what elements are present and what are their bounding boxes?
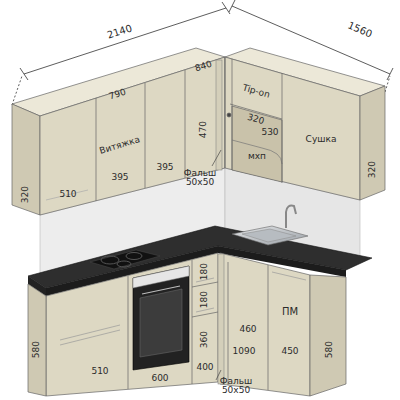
dimension: 320	[21, 186, 30, 203]
appliance-label: Сушка	[306, 135, 337, 144]
front-label: Tip-on	[241, 84, 271, 101]
dimension: 580	[325, 341, 334, 358]
lower-cabinets-right	[220, 253, 346, 396]
dimension: 450	[281, 347, 298, 356]
dimension: 510	[91, 367, 108, 376]
dimension: 470	[199, 121, 208, 138]
upper-cabinets-right	[225, 48, 385, 200]
dimension: 790	[108, 88, 127, 102]
material-label: мхп	[248, 152, 266, 161]
overall-depth: 1560	[346, 20, 374, 40]
dimension: 840	[194, 60, 213, 74]
dimension: 395	[156, 163, 173, 172]
appliance-label: ПМ	[282, 307, 298, 318]
dimension: 580	[32, 341, 41, 358]
open-shelf	[232, 106, 282, 182]
overall-width: 2140	[106, 23, 133, 41]
cooktop	[90, 250, 160, 269]
dimension: 400	[196, 363, 213, 372]
appliance-label: Витяжка	[99, 135, 142, 156]
dimension: 360	[200, 331, 209, 348]
filler-callout: Фальш 50x50	[219, 377, 253, 396]
dimension: 600	[151, 374, 168, 383]
filler-callout: Фальш 50x50	[183, 169, 217, 188]
dimension: 1090	[233, 347, 256, 356]
sink	[232, 206, 308, 245]
lower-cabinets-left	[28, 253, 218, 396]
oven	[133, 266, 189, 370]
upper-cabinets-left	[12, 48, 225, 215]
dimension: 320	[368, 161, 377, 178]
dimension: 180	[200, 263, 209, 280]
dimension: 510	[59, 190, 76, 199]
filler-lower	[218, 254, 224, 384]
dimension: 320	[246, 113, 265, 127]
dimension: 530	[261, 128, 278, 137]
dimension: 395	[111, 173, 128, 182]
dimension: 180	[200, 291, 209, 308]
dimension: 460	[239, 325, 256, 334]
